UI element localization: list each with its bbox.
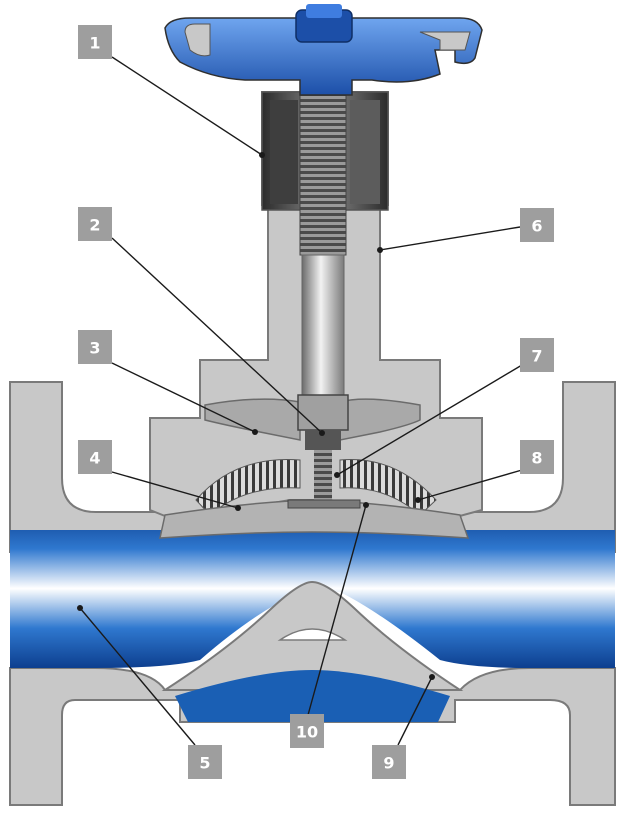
- leader-dot-10: [363, 502, 369, 508]
- callout-label: 4: [89, 449, 100, 468]
- leader-1: [111, 56, 263, 156]
- leader-dot-9: [429, 674, 435, 680]
- leader-dot-3: [252, 429, 258, 435]
- callout-label: 5: [199, 754, 210, 773]
- leader-9: [397, 676, 433, 746]
- callout-5: 5: [188, 745, 222, 779]
- callout-8: 8: [520, 440, 554, 474]
- callout-3: 3: [78, 330, 112, 364]
- weir-lining: [175, 670, 450, 722]
- leader-7: [336, 364, 523, 476]
- callout-9: 9: [372, 745, 406, 779]
- callout-label: 2: [89, 216, 100, 235]
- callout-6: 6: [520, 208, 554, 242]
- callout-label: 3: [89, 339, 100, 358]
- callout-1: 1: [78, 25, 112, 59]
- callout-7: 7: [520, 338, 554, 372]
- leader-6: [379, 226, 521, 251]
- callout-4: 4: [78, 440, 112, 474]
- leader-3: [111, 362, 256, 433]
- leader-dot-7: [334, 472, 340, 478]
- leader-dot-1: [259, 152, 265, 158]
- leader-dot-6: [377, 247, 383, 253]
- leader-lines: [77, 56, 523, 746]
- callout-label: 7: [531, 347, 542, 366]
- spring-left: [195, 459, 301, 516]
- leader-dot-5: [77, 605, 83, 611]
- callout-label: 8: [531, 449, 542, 468]
- callout-label: 10: [296, 723, 318, 742]
- leader-4: [111, 471, 239, 509]
- leader-dot-8: [415, 497, 421, 503]
- callout-label: 1: [89, 34, 100, 53]
- leader-5: [79, 607, 196, 746]
- callout-label: 9: [383, 754, 394, 773]
- handwheel: [164, 4, 483, 96]
- leader-dot-2: [319, 430, 325, 436]
- leader-2: [111, 237, 323, 434]
- leader-dot-4: [235, 505, 241, 511]
- callout-label: 6: [531, 217, 542, 236]
- leader-10: [307, 504, 367, 716]
- callout-10: 10: [290, 714, 324, 748]
- callout-2: 2: [78, 207, 112, 241]
- leader-8: [417, 469, 523, 501]
